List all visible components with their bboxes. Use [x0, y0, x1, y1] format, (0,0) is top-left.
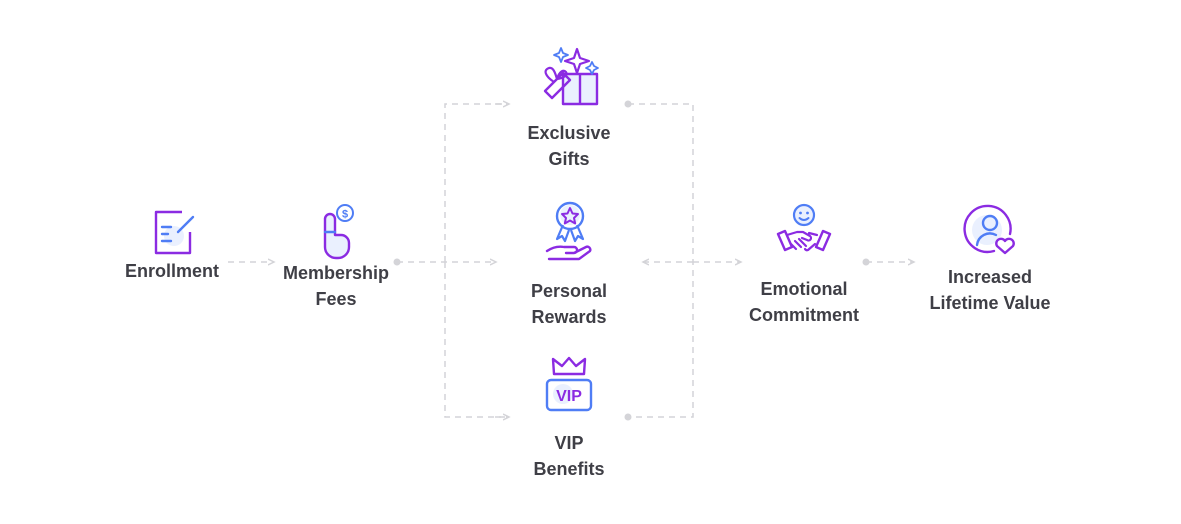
node-label: Personal Rewards: [530, 281, 608, 327]
crown-vip-icon: VIP: [545, 356, 593, 412]
handshake-smile-icon: [776, 203, 832, 252]
document-pen-icon: [154, 210, 195, 255]
finger-coin-icon: $: [323, 204, 354, 260]
node-label: Emotional Commitment: [748, 279, 859, 325]
gift-sparkle-icon: [543, 47, 599, 106]
connector-dot: [862, 258, 870, 266]
medal-hand-icon: [545, 201, 592, 261]
node-label: VIP Benefits: [533, 433, 605, 479]
connector-branch-left: [444, 103, 508, 262]
connector-branch-left-bottom: [444, 262, 508, 418]
node-label: Membership Fees: [282, 263, 390, 309]
node-emotional-commitment: Emotional Commitment: [714, 200, 894, 328]
node-label: Enrollment: [124, 261, 219, 281]
node-enrollment: Enrollment: [82, 202, 262, 284]
node-label: Increased Lifetime Value: [929, 267, 1051, 313]
node-personal-rewards: Personal Rewards: [479, 199, 659, 330]
connector-merge-right: [628, 103, 694, 418]
svg-text:$: $: [342, 209, 348, 221]
node-exclusive-gifts: Exclusive Gifts: [479, 46, 659, 172]
vip-badge-text: VIP: [556, 388, 582, 405]
connector-dot: [624, 413, 632, 421]
node-vip-benefits: VIP VIP Benefits: [479, 356, 659, 482]
node-membership-fees: $ Membership Fees: [246, 202, 426, 312]
node-label: Exclusive Gifts: [527, 123, 611, 169]
connector-dot: [393, 258, 401, 266]
connector-dot: [624, 100, 632, 108]
user-heart-icon: [963, 204, 1015, 255]
node-increased-lifetime-value: Increased Lifetime Value: [900, 202, 1080, 316]
